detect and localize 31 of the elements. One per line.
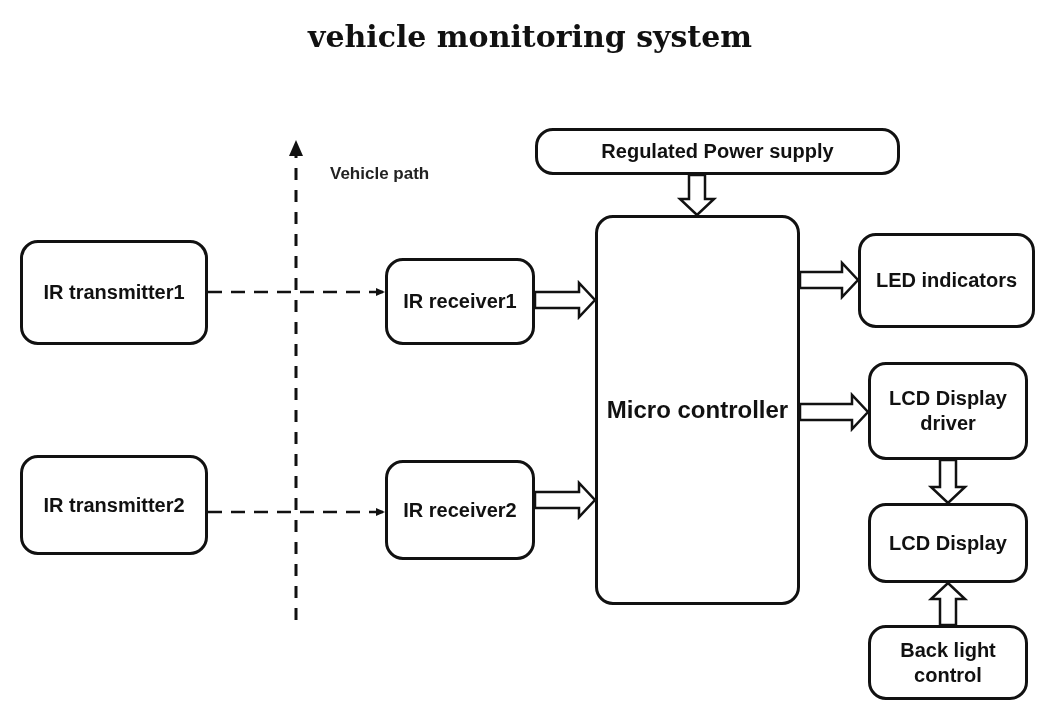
block-box [858,233,1035,328]
arrow [208,508,385,516]
block-label: Back light control [899,637,997,688]
block-arrow [533,279,597,321]
block-arrow [798,259,860,301]
block-box [535,128,900,175]
block-arrow [676,173,718,217]
block-box [868,625,1028,700]
block-box [385,258,535,345]
block-arrow [798,391,870,433]
block-arrow [927,581,969,627]
block-label: IR receiver1 [402,289,518,314]
block-arrow [927,458,969,505]
block-label: IR receiver2 [402,497,518,523]
block-box [868,362,1028,460]
block-label: LCD Display [888,530,1008,556]
arrow [208,288,385,296]
block-arrow [533,479,597,521]
block-box [20,455,208,555]
diagram-title: vehicle monitoring system [306,18,754,56]
path-label: Vehicle path [330,163,430,185]
block-label: Micro controller [605,395,790,425]
block-label: Regulated Power supply [600,139,835,164]
block-label: IR transmitter1 [42,280,186,305]
block-box [385,460,535,560]
block-label: LCD Display driver [888,386,1008,436]
block-box [20,240,208,345]
block-label: IR transmitter2 [42,492,186,518]
block-label: LED indicators [874,268,1019,293]
block-box [595,215,800,605]
block-box [868,503,1028,583]
